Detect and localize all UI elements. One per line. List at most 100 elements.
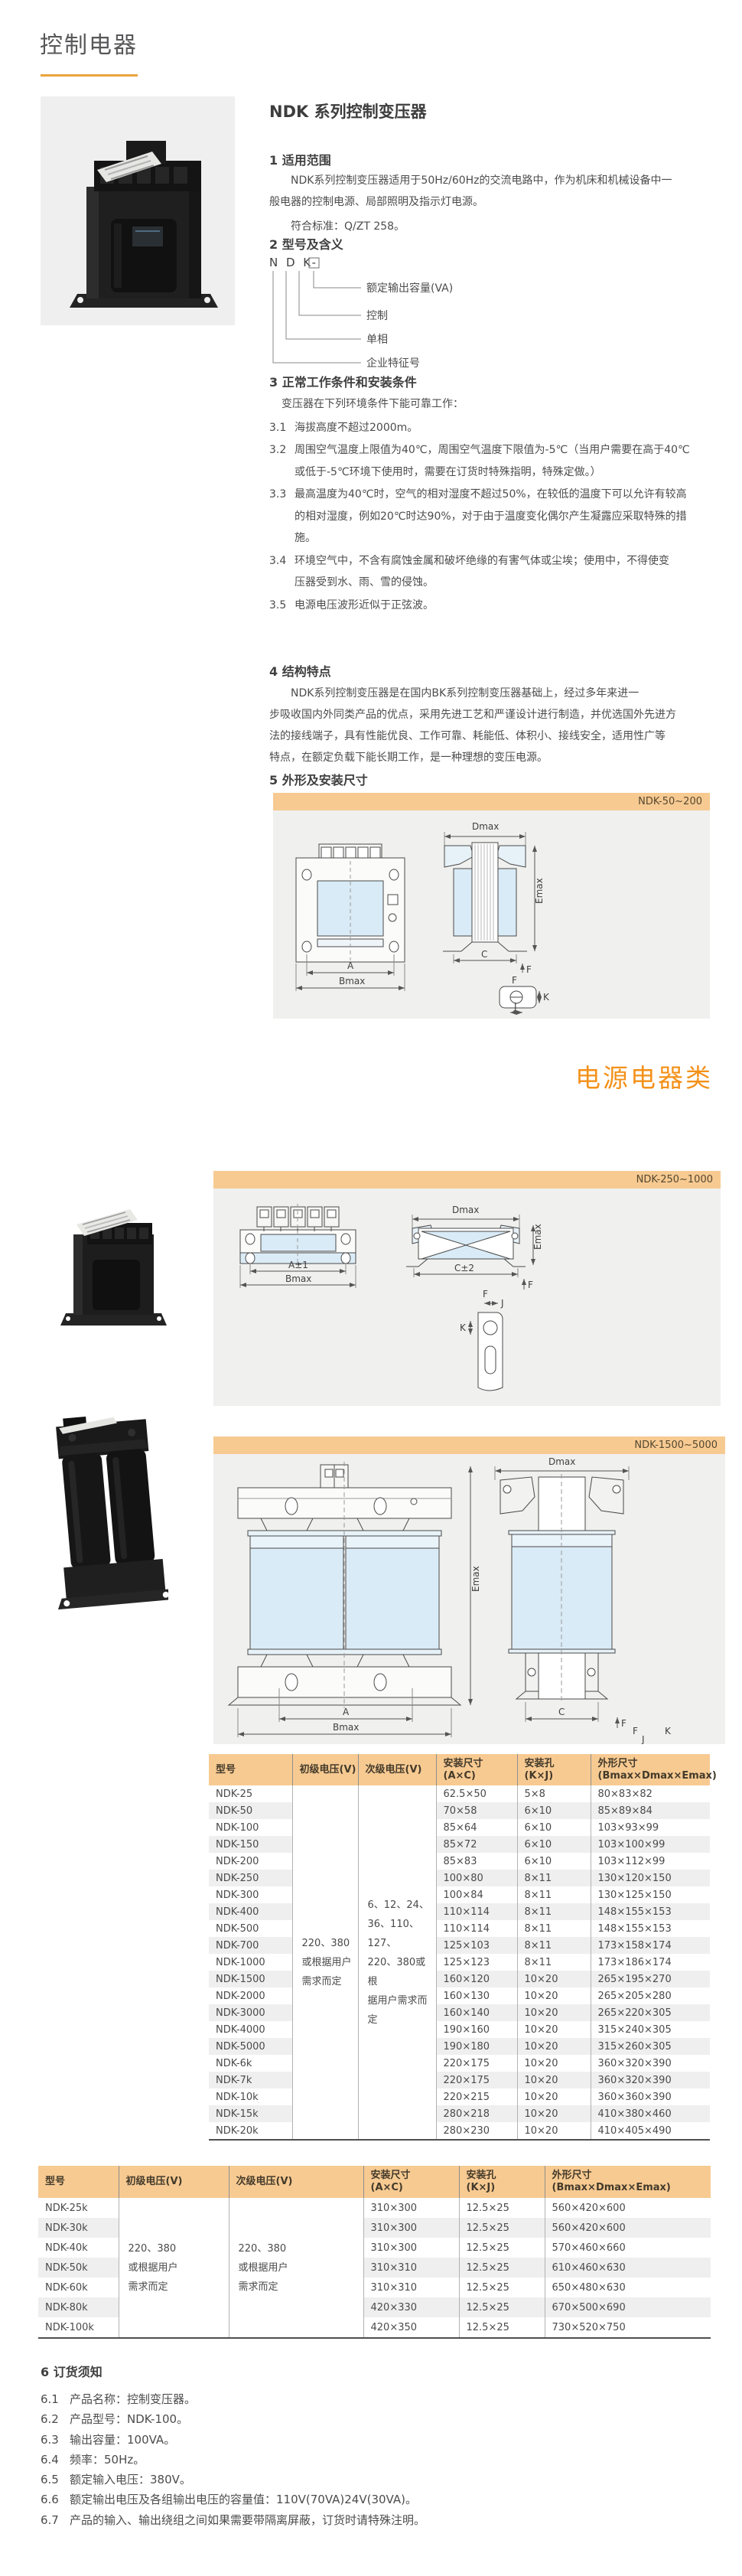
- dim-bmax-label: Bmax: [285, 1273, 311, 1284]
- spec-table-large-models: 型号初级电压(V)次级电压(V)安装尺寸 (A×C)安装孔 (K×J)外形尺寸 …: [38, 2166, 711, 2339]
- dimension-cell: 12.5×25: [458, 2278, 545, 2297]
- dimension-cell: 190×180: [435, 2038, 517, 2055]
- dimension-cell: 265×205×280: [590, 1987, 710, 2004]
- item-text: 电源电压波形近似于正弦波。: [295, 598, 434, 611]
- page-title: 控制电器: [40, 32, 138, 59]
- list-item: 3.5 电源电压波形近似于正弦波。: [269, 595, 711, 617]
- column-header: 次级电压(V): [357, 1754, 436, 1785]
- section1-paragraph: NDK系列控制变压器适用于50Hz/60Hz的交流电路中，作为机床和机械设备中一…: [269, 174, 672, 208]
- dimension-cell: 360×320×390: [590, 2055, 710, 2072]
- model-code: N D K-: [269, 256, 318, 269]
- dimension-cell: 6×10: [516, 1853, 591, 1870]
- model-cell: NDK-60k: [45, 2281, 88, 2294]
- transformer-photo-3: [56, 1417, 176, 1610]
- dimension-cell: 310×310: [363, 2278, 459, 2297]
- dimension-cell: 220×175: [435, 2072, 517, 2089]
- dimension-cell: 62.5×50: [435, 1785, 517, 1802]
- header-row: 型号初级电压(V)次级电压(V)安装尺寸 (A×C)安装孔 (K×J)外形尺寸 …: [209, 1754, 717, 1785]
- section4-heading: 4 结构特点: [269, 664, 331, 679]
- column-header: 初级电压(V): [118, 2166, 229, 2198]
- spec-table-2: 型号初级电压(V)次级电压(V)安装尺寸 (A×C)安装孔 (K×J)外形尺寸 …: [38, 2166, 711, 2339]
- section1-heading: 1 适用范围: [269, 153, 331, 168]
- dimension-cell: 220×215: [435, 2089, 517, 2105]
- item-number: 3.3: [269, 488, 287, 501]
- dimension-cell: 12.5×25: [458, 2238, 545, 2258]
- dimension-cell: 130×120×150: [590, 1870, 710, 1886]
- dimension-cell: 420×350: [363, 2317, 459, 2338]
- dimension-cell: 220×175: [435, 2055, 517, 2072]
- item-text: 环境空气中，不含有腐蚀金属和破坏绝缘的有害气体或尘埃；使用中，不得使变 压器受到…: [295, 554, 669, 589]
- item-text: 周围空气温度上限值为40℃，周围空气温度下限值为-5℃（当用户需要在高于40℃ …: [295, 444, 690, 478]
- dim-emax-label: Emax: [534, 878, 545, 904]
- model-cell: NDK-4000: [216, 2023, 265, 2036]
- model-cell: NDK-2000: [216, 1990, 265, 2002]
- model-cell: NDK-30k: [38, 2218, 119, 2238]
- dimension-cell: 410×380×460: [590, 2105, 710, 2122]
- dimension-cell: 190×160: [435, 2021, 517, 2038]
- model-cell: NDK-10k: [216, 2091, 259, 2103]
- dimension-cell: 148×155×153: [590, 1920, 710, 1937]
- dimension-cell: 85×72: [435, 1836, 517, 1853]
- dimension-cell: 410×405×490: [590, 2122, 710, 2140]
- column-header: 初级电压(V): [291, 1754, 358, 1785]
- dim-dmax-label: Dmax: [472, 821, 499, 832]
- item-number: 6.6: [41, 2493, 59, 2507]
- model-cell: NDK-700: [209, 1937, 292, 1954]
- model-label-enterprise: 企业特征号: [366, 357, 420, 370]
- model-cell: NDK-200: [216, 1855, 259, 1867]
- item-number: 3.5: [269, 598, 287, 611]
- column-header: 安装尺寸 (A×C): [435, 1754, 517, 1785]
- dimension-cell: 12.5×25: [458, 2258, 545, 2278]
- dimension-cell: 125×103: [435, 1937, 517, 1954]
- model-cell: NDK-500: [216, 1922, 259, 1935]
- capacity-placeholder-box: [308, 257, 320, 269]
- panel-tag: NDK-1500~5000: [213, 1436, 725, 1454]
- dim-f2-label: F: [633, 1726, 638, 1736]
- dimension-cell: 12.5×25: [458, 2218, 545, 2238]
- product-photo-medium: [50, 1192, 173, 1339]
- product-heading: NDK 系列控制变压器: [269, 103, 427, 121]
- dimension-cell: 110×114: [435, 1920, 517, 1937]
- model-cell: NDK-20k: [216, 2124, 259, 2137]
- model-cell: NDK-400: [209, 1903, 292, 1920]
- secondary-voltage-cell: 6、12、24、 36、110、127、 220、380或根 据用户需求而定: [357, 1785, 436, 2140]
- dimension-cell: 310×310: [363, 2258, 459, 2278]
- item-text: 产品名称：控制变压器。: [70, 2392, 197, 2406]
- column-header: 型号: [209, 1754, 292, 1785]
- dimension-drawing-ndk-50-200: A Bmax Dmax: [273, 810, 710, 1019]
- model-cell: NDK-5000: [209, 2038, 292, 2055]
- model-cell: NDK-25k: [45, 2202, 88, 2214]
- model-cell: NDK-50k: [38, 2258, 119, 2278]
- dim-j-label: J: [513, 1001, 517, 1012]
- dimension-cell: 650×480×630: [544, 2278, 711, 2297]
- item-text: 输出容量：100VA。: [70, 2432, 176, 2447]
- item-text: 最高温度为40℃时，空气的相对湿度不超过50%，在较低的温度下可以允许有较高 的…: [295, 488, 687, 544]
- item-number: 6.1: [41, 2392, 59, 2406]
- dim-f-label: F: [528, 1280, 533, 1290]
- dim-bmax-label: Bmax: [333, 1722, 359, 1733]
- item-number: 3.4: [269, 554, 287, 567]
- list-item: 6.1 产品名称：控制变压器。: [41, 2389, 714, 2409]
- dimension-cell: 12.5×25: [458, 2297, 545, 2317]
- column-header: 型号: [38, 2166, 119, 2198]
- dim-f2-label: F: [483, 1289, 488, 1299]
